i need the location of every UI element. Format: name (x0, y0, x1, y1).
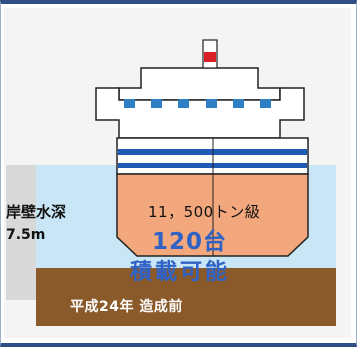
superstructure-upper (118, 67, 281, 101)
quay-depth-value: 7.5m (6, 227, 46, 243)
seabed (36, 268, 336, 326)
quay-depth-title: 岸壁水深 (6, 203, 67, 221)
era-caption: 平成24年 造成前 (70, 299, 183, 315)
window (151, 99, 162, 108)
window (206, 99, 217, 108)
window (233, 99, 244, 108)
ship-tonnage: 11，500トン級 (148, 203, 261, 221)
window (260, 99, 271, 108)
window (178, 99, 189, 108)
funnel-band (204, 52, 216, 62)
car-capacity: 120台 (152, 229, 228, 255)
loading-capacity: 積載可能 (130, 260, 231, 285)
quay-wall (6, 165, 36, 300)
window (124, 99, 135, 108)
